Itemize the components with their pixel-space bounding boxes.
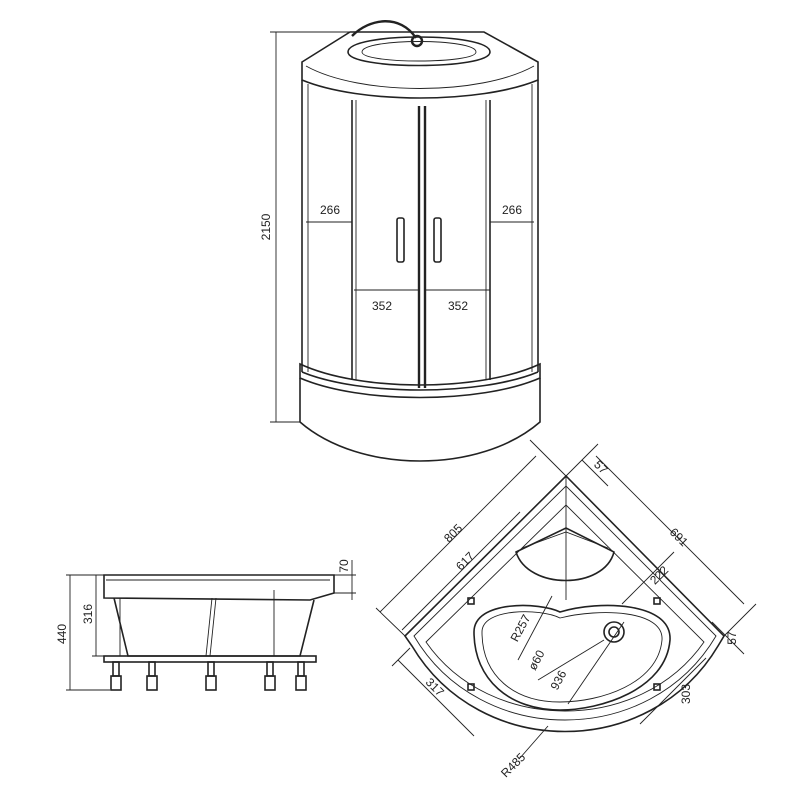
total-height-label: 440 (55, 624, 69, 644)
door-left-label: 352 (372, 299, 392, 313)
leg-icon (266, 661, 274, 677)
drain-leader (537, 639, 605, 681)
leg-icon (297, 661, 305, 677)
diagonal-leader (567, 621, 625, 705)
leg-left-label: 317 (423, 675, 447, 699)
leg-left-ext (391, 647, 411, 667)
total-height-dim (66, 574, 110, 691)
width-outer-dim (379, 455, 537, 613)
leg-foot-icon (264, 675, 276, 691)
leg-mark-icon (653, 683, 661, 691)
rim-height-dim (334, 560, 356, 600)
radius-seat-leader (621, 551, 675, 605)
tray-height-label: 316 (81, 604, 95, 624)
tray-seam-2 (209, 597, 217, 657)
shower-basin (473, 604, 671, 711)
side-view: 440 316 70 (55, 559, 356, 691)
tray-body (299, 378, 541, 462)
offset-top-dim (581, 459, 609, 487)
drain-label: ø60 (525, 647, 547, 672)
offset-right-label: 57 (725, 631, 739, 645)
leg-foot-icon (110, 675, 122, 691)
width-outer-ext (375, 439, 567, 637)
offset-top-label: 57 (591, 457, 611, 477)
roof-bowl (347, 36, 491, 67)
glass-bottom (301, 371, 539, 391)
leg-foot-icon (146, 675, 158, 691)
roof-bowl-inner (361, 41, 477, 62)
radius-outer-leader (519, 725, 549, 759)
radius-inner-label: R257 (508, 612, 534, 644)
frame-posts (119, 590, 275, 656)
roof-edge (305, 65, 535, 89)
diagonal-label: 936 (548, 668, 570, 693)
side-left-label: 266 (320, 203, 340, 217)
tray-rim-side (103, 574, 335, 601)
leg-icon (207, 661, 215, 677)
tray-seam (205, 597, 213, 657)
corner-seat (515, 527, 615, 582)
leg-mark-icon (467, 683, 475, 691)
leg-mark-icon (467, 597, 475, 605)
leg-right-label: 303 (679, 684, 693, 704)
rim-height-label: 70 (337, 559, 351, 573)
height-label: 2150 (259, 213, 273, 240)
leg-icon (148, 661, 156, 677)
radius-seat-label: 222 (647, 563, 671, 587)
leg-foot-icon (205, 675, 217, 691)
shower-hose (351, 20, 417, 39)
width-outer-label: 805 (441, 521, 465, 545)
depth-dim (595, 455, 745, 605)
front-view: 2150 266 266 352 352 (259, 20, 541, 462)
width-inner-dim (401, 511, 521, 631)
tray-wall (425, 504, 705, 712)
radius-inner-leader (517, 595, 553, 661)
tray-rim-inner (413, 485, 717, 721)
shower-head-icon (410, 34, 424, 48)
leg-left-dim (397, 659, 475, 737)
depth-label: 691 (667, 525, 691, 549)
handle-right-icon (433, 217, 442, 263)
offset-right-dim (711, 621, 745, 655)
top-view: 805 617 691 57 57 222 R257 ø60 936 317 3… (375, 439, 757, 780)
drain-icon (603, 621, 625, 643)
leg-right-dim (639, 657, 707, 725)
tray-outline-top (403, 474, 726, 733)
leg-icon (112, 661, 120, 677)
side-right-label: 266 (502, 203, 522, 217)
radius-outer-label: R485 (498, 750, 528, 780)
leg-foot-icon (295, 675, 307, 691)
basin-inner (481, 611, 663, 703)
width-inner-label: 617 (453, 549, 477, 573)
roof-panel (301, 31, 539, 99)
support-frame (103, 655, 317, 663)
handle-left-icon (396, 217, 405, 263)
leg-mark-icon (653, 597, 661, 605)
adjustable-legs (110, 661, 307, 691)
tray-body-side (113, 597, 315, 657)
tray-height-dim (92, 575, 128, 657)
door-right-label: 352 (448, 299, 468, 313)
